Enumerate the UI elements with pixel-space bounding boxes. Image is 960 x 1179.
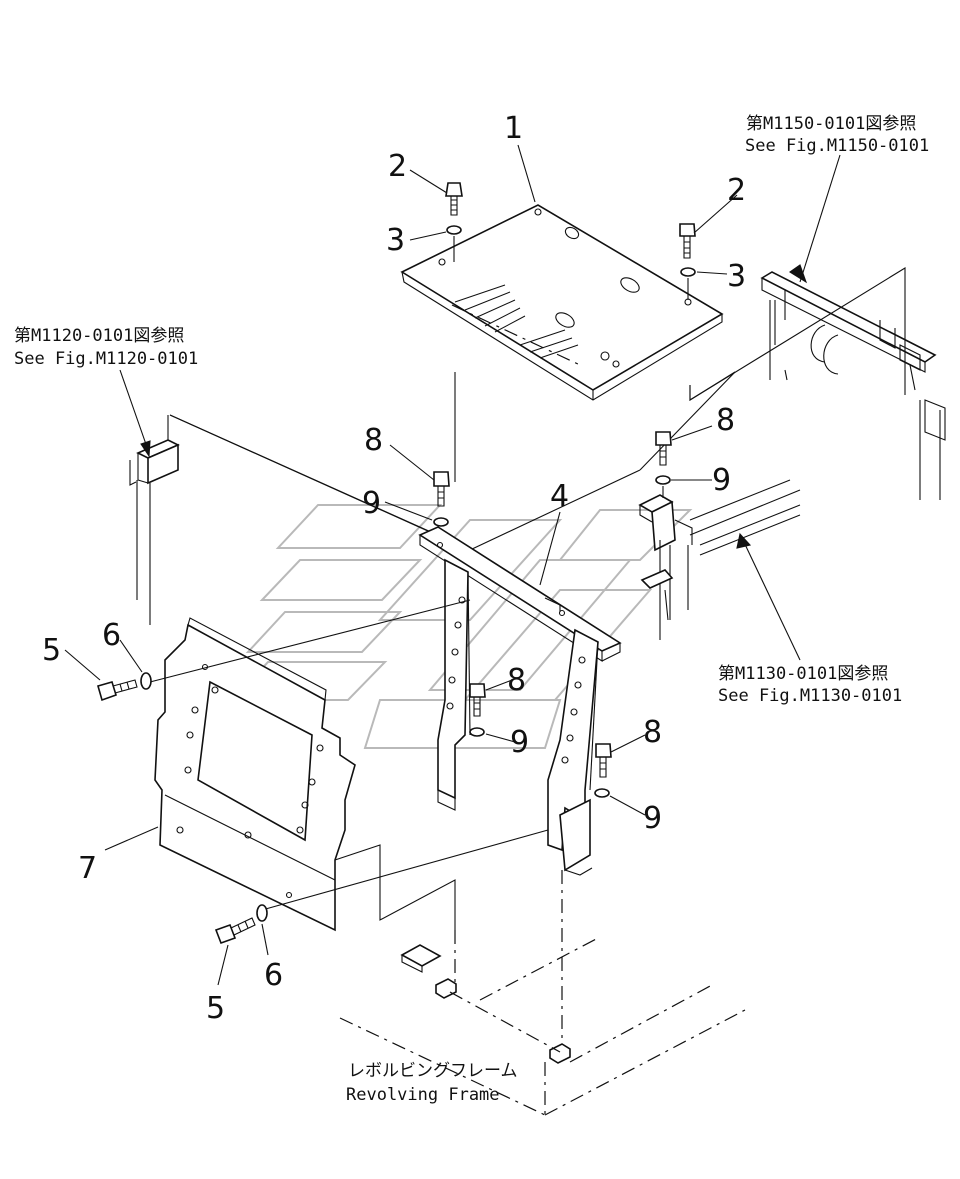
watermark-logo — [229, 504, 693, 749]
callout-1: 1 — [504, 111, 523, 146]
cross-beam-4 — [418, 526, 622, 876]
callout-8-right: 8 — [716, 403, 735, 438]
callout-2-left: 2 — [388, 149, 407, 184]
callout-7: 7 — [78, 851, 97, 886]
bolt-8-lower-right — [595, 743, 612, 778]
frame-label-en: Revolving Frame — [346, 1085, 500, 1105]
ref-m1120-en: See Fig.M1120-0101 — [14, 349, 198, 369]
callout-5-upper: 5 — [42, 633, 61, 668]
bolt-8-middle — [469, 683, 486, 717]
reference-notes: 第M1150-0101図参照 See Fig.M1150-0101 第M1120… — [14, 114, 929, 1105]
callout-8-left: 8 — [364, 423, 383, 458]
callout-3-right: 3 — [727, 259, 746, 294]
bolt-8-upper-left — [433, 471, 450, 507]
side-panel-7 — [154, 617, 356, 932]
washer-6-lower — [256, 904, 268, 922]
washer-3-left — [446, 225, 462, 235]
callout-4: 4 — [550, 479, 569, 514]
ref-m1150-en: See Fig.M1150-0101 — [745, 136, 929, 156]
callout-6-upper: 6 — [102, 618, 121, 653]
washer-9-upper-right — [655, 475, 671, 485]
ref-m1120-jp: 第M1120-0101図参照 — [14, 326, 184, 346]
callout-leaders — [64, 144, 841, 986]
bolt-5-upper — [97, 679, 138, 702]
callout-6-lower: 6 — [264, 958, 283, 993]
bolt-2-right — [679, 223, 696, 259]
bolt-5-lower — [214, 917, 256, 945]
reference-bracket-m1150 — [760, 271, 946, 500]
reference-bracket-m1120 — [129, 415, 180, 625]
washer-9-middle — [469, 727, 485, 737]
washer-9-lower-right — [594, 788, 610, 798]
washer-6-upper — [140, 672, 152, 690]
callout-9-middle: 9 — [510, 725, 529, 760]
top-cover-plate — [400, 204, 724, 401]
washer-3-right — [680, 267, 696, 277]
callout-8-middle: 8 — [507, 663, 526, 698]
callout-labels: 1 2 2 3 3 4 5 5 6 6 7 8 8 8 9 9 9 8 9 — [42, 111, 746, 1026]
callout-9-right: 9 — [712, 463, 731, 498]
callout-5-lower: 5 — [206, 991, 225, 1026]
callout-9-left: 9 — [362, 486, 381, 521]
bolt-2-left — [445, 182, 463, 216]
callout-2-right: 2 — [727, 173, 746, 208]
revolving-frame-outline — [339, 870, 746, 1116]
frame-label-jp: レボルビングフレーム — [348, 1061, 518, 1081]
callout-3-left: 3 — [386, 223, 405, 258]
bolt-8-upper-right — [655, 431, 672, 466]
washer-9-upper-left — [433, 517, 449, 527]
callout-9-lower: 9 — [643, 801, 662, 836]
ref-m1130-jp: 第M1130-0101図参照 — [718, 664, 888, 684]
reference-bracket-m1130 — [638, 479, 801, 640]
ref-m1150-jp: 第M1150-0101図参照 — [746, 114, 916, 134]
callout-8-lower: 8 — [643, 715, 662, 750]
ref-m1130-en: See Fig.M1130-0101 — [718, 686, 902, 706]
